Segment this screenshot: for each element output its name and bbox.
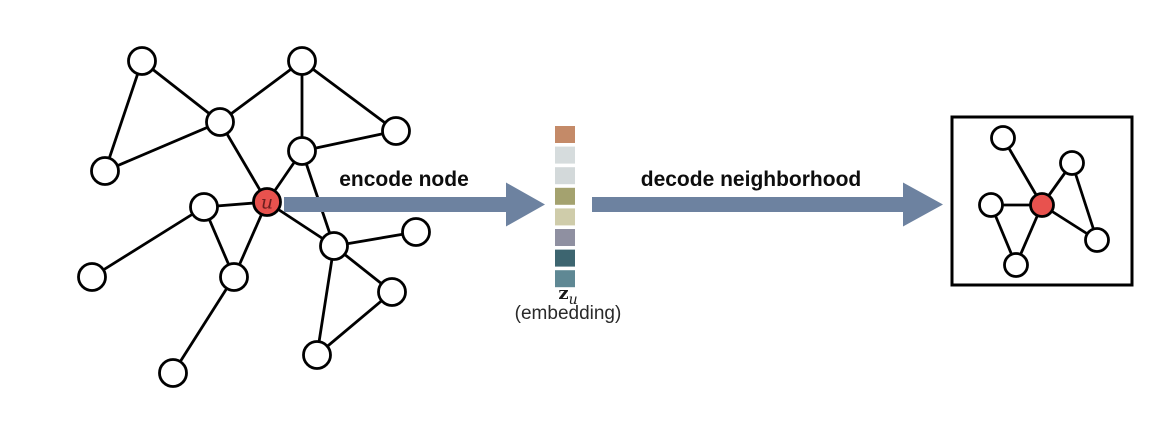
embedding-cell-6 [555, 249, 575, 267]
embedding-caption: (embedding) [514, 303, 622, 324]
decode-arrow [592, 182, 943, 227]
embedding-symbol-subscript: u [568, 292, 578, 308]
input-graph-node [189, 192, 219, 222]
input-graph-node [319, 231, 349, 261]
input-graph-node [401, 217, 431, 247]
embedding-cell-3 [555, 187, 575, 205]
input-graph-node [205, 107, 235, 137]
embedding-cell-4 [555, 208, 575, 226]
input-graph-edge [104, 120, 221, 173]
output-graph-node [1003, 252, 1029, 278]
input-graph-node [127, 46, 157, 76]
encode-arrow-label: encode node [339, 168, 469, 191]
input-graph-edge [91, 205, 205, 279]
embedding-cell-7 [555, 270, 575, 288]
output-graph-edge [1070, 162, 1099, 241]
input-graph-edge [315, 245, 336, 356]
input-graph-node-label: u [261, 192, 273, 214]
output-graph-edge [1001, 137, 1044, 206]
embedding-symbol: zu [490, 285, 646, 309]
input-graph-edge [301, 59, 397, 133]
input-graph-node [381, 116, 411, 146]
embedding-cell-5 [555, 229, 575, 246]
input-graph-edge [171, 276, 236, 374]
input-graph-edge [218, 121, 269, 203]
encode-arrow [284, 182, 545, 227]
output-graph-node [990, 125, 1016, 151]
decode-arrow-label: decode neighborhood [640, 168, 862, 191]
input-graph-node [90, 156, 120, 186]
output-box [950, 115, 1134, 287]
embedding-symbol-z: z [558, 283, 569, 304]
output-graph-node [978, 192, 1004, 218]
input-graph-node [287, 136, 317, 166]
input-graph-edge [103, 60, 144, 172]
embedding-cell-1 [555, 146, 575, 164]
input-graph-edge [141, 59, 221, 124]
input-graph-node [287, 46, 317, 76]
input-graph-node [377, 277, 407, 307]
input-graph-node [77, 262, 107, 292]
embedding-cell-0 [555, 126, 575, 143]
input-graph-node [302, 340, 332, 370]
output-graph-node [1059, 150, 1085, 176]
output-graph-node [1084, 227, 1110, 253]
input-graph-edge [301, 129, 397, 153]
input-graph-node [219, 262, 249, 292]
input-graph-node [158, 358, 188, 388]
input-graph-edge [219, 59, 303, 124]
input-graph-highlighted-node [252, 187, 282, 217]
input-graph-edge [316, 290, 393, 357]
output-graph-highlighted-node [1029, 192, 1055, 218]
embedding-cell-2 [555, 167, 575, 185]
